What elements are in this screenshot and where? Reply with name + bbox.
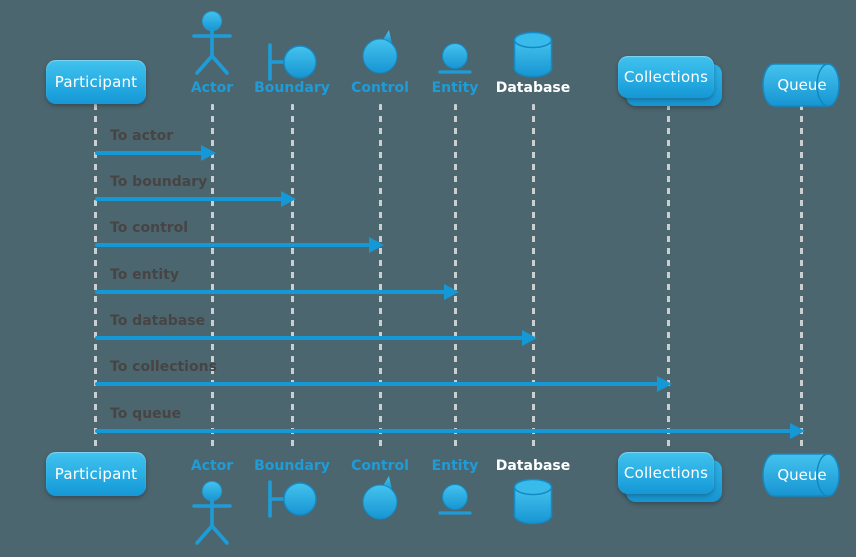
arrow-head-icon	[522, 330, 537, 346]
lifeline-collections	[667, 104, 670, 452]
arrow-line	[95, 243, 372, 247]
lifeline-queue	[800, 104, 803, 452]
queue-label-bottom: Queue	[777, 466, 827, 484]
entity-label-bottom: Entity	[431, 458, 479, 474]
lifeline-database	[532, 104, 535, 452]
participant-box-bottom[interactable]: Participant	[46, 452, 146, 496]
arrow-head-icon	[281, 191, 296, 207]
message-label: To collections	[110, 359, 217, 375]
actor-label-bottom: Actor	[190, 458, 234, 474]
database-label-bottom: Database	[495, 458, 571, 474]
arrow-line	[95, 197, 284, 201]
arrow-line	[95, 290, 447, 294]
database-label-top: Database	[495, 80, 571, 96]
boundary-label-bottom: Boundary	[254, 458, 330, 474]
arrow-head-icon	[369, 237, 384, 253]
queue-icon-top[interactable]	[762, 62, 842, 108]
lifeline-actor	[211, 104, 214, 452]
lifeline-participant	[94, 104, 97, 452]
entity-label-top: Entity	[431, 80, 479, 96]
control-icon-bottom[interactable]	[360, 474, 400, 520]
collections-label-bottom: Collections	[623, 464, 709, 482]
control-label-top: Control	[351, 80, 409, 96]
message-label: To queue	[110, 406, 182, 422]
control-icon-top[interactable]	[360, 28, 400, 74]
message-label: To boundary	[110, 174, 208, 190]
message-label: To entity	[110, 267, 179, 283]
collections-box-top[interactable]: Collections	[618, 56, 722, 106]
collections-box-bottom[interactable]: Collections	[618, 452, 722, 502]
arrow-line	[95, 336, 525, 340]
boundary-icon-bottom[interactable]	[266, 479, 318, 519]
arrow-head-icon	[790, 423, 805, 439]
arrow-head-icon	[657, 376, 672, 392]
lifeline-control	[379, 104, 382, 452]
arrow-line	[95, 429, 793, 433]
boundary-icon-top[interactable]	[266, 42, 318, 82]
actor-icon-bottom[interactable]	[189, 478, 235, 546]
participant-box-top[interactable]: Participant	[46, 60, 146, 104]
actor-label-top: Actor	[190, 80, 234, 96]
lifeline-entity	[454, 104, 457, 452]
actor-icon-top[interactable]	[189, 8, 235, 76]
message-label: To control	[110, 220, 189, 236]
message-label: To actor	[110, 128, 174, 144]
database-icon-top[interactable]	[513, 31, 553, 78]
queue-label-top: Queue	[777, 76, 827, 94]
arrow-line	[95, 382, 660, 386]
collections-label-top: Collections	[623, 68, 709, 86]
entity-icon-bottom[interactable]	[438, 483, 472, 516]
control-label-bottom: Control	[351, 458, 409, 474]
arrow-head-icon	[201, 145, 216, 161]
message-label: To database	[110, 313, 206, 329]
participant-label-bottom: Participant	[54, 465, 138, 483]
boundary-label-top: Boundary	[254, 80, 330, 96]
queue-icon-bottom[interactable]	[762, 452, 842, 498]
database-icon-bottom[interactable]	[513, 478, 553, 525]
lifeline-boundary	[291, 104, 294, 452]
arrow-head-icon	[444, 284, 459, 300]
entity-icon-top[interactable]	[438, 42, 472, 75]
arrow-line	[95, 151, 204, 155]
participant-label-top: Participant	[54, 73, 138, 91]
